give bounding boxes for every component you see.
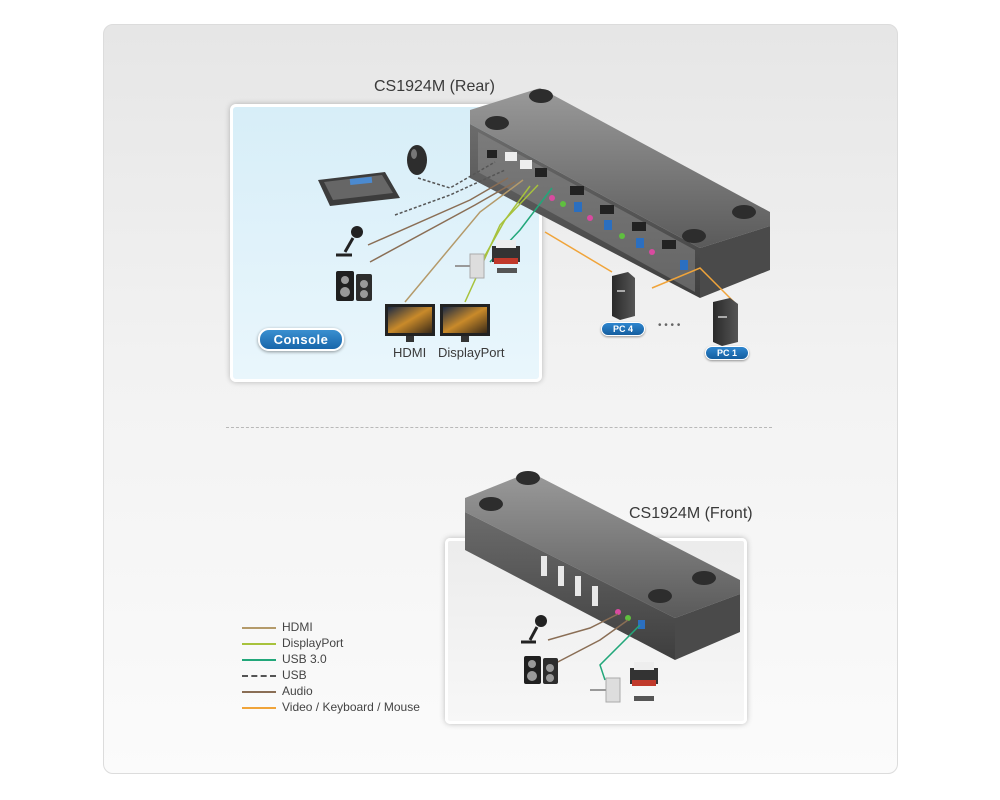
console-label: Console [258, 328, 344, 351]
pc4-label: PC 4 [601, 322, 645, 336]
legend-swatch [242, 707, 276, 709]
microphone-icon [336, 226, 363, 255]
hdmi-caption: HDMI [393, 345, 426, 360]
legend-label: USB [282, 668, 307, 682]
front-title: CS1924M (Front) [629, 505, 753, 523]
speakers-icon [524, 656, 558, 684]
monitor-icon [385, 304, 435, 342]
legend-swatch [242, 659, 276, 661]
pc1-label: PC 1 [705, 346, 749, 360]
legend-label: DisplayPort [282, 636, 343, 650]
legend-swatch [242, 627, 276, 629]
legend-swatch [242, 675, 276, 677]
speakers-icon [336, 271, 372, 301]
legend-label: Audio [282, 684, 313, 698]
kvm-switch-icon [465, 471, 740, 660]
pc-tower-icon [612, 272, 635, 320]
microphone-icon [521, 615, 547, 642]
pc-ellipsis: • • • • [658, 320, 680, 331]
usb-hub-icon [590, 678, 620, 702]
legend-label: HDMI [282, 620, 313, 634]
displayport-caption: DisplayPort [438, 345, 504, 360]
pc-tower-icon [713, 298, 738, 346]
monitor-icon [440, 304, 490, 342]
legend-label: USB 3.0 [282, 652, 327, 666]
section-divider [226, 427, 772, 428]
kvm-switch-icon [470, 88, 770, 298]
keyboard-icon [318, 172, 400, 206]
legend-swatch [242, 691, 276, 693]
mouse-icon [407, 145, 427, 175]
legend-label: Video / Keyboard / Mouse [282, 700, 420, 714]
printer-icon [630, 662, 658, 701]
usb-hub-icon [455, 254, 484, 278]
printer-icon [492, 240, 520, 273]
legend-swatch [242, 643, 276, 645]
